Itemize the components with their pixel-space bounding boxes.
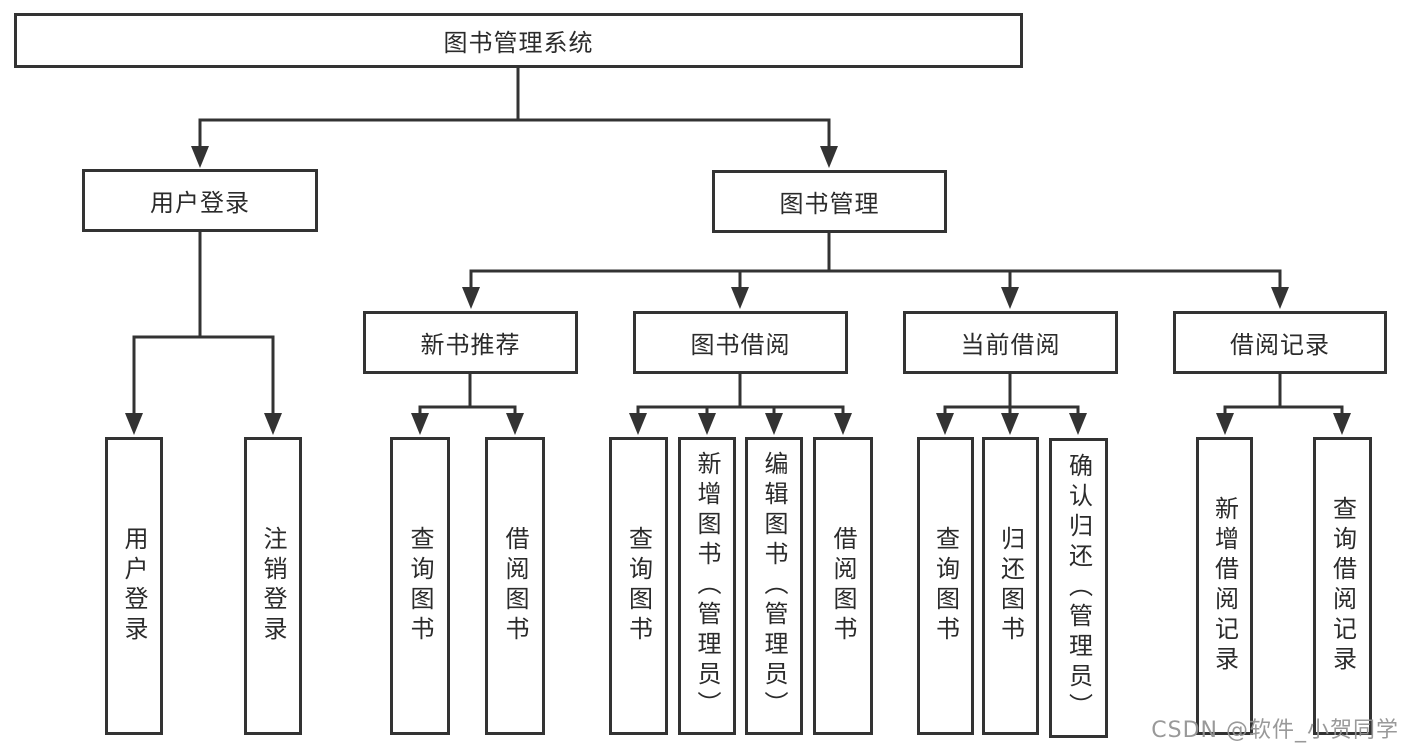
leaf-add-borrow-record: 新增借阅记录	[1196, 437, 1253, 735]
leaf-user-login: 用户登录	[105, 437, 163, 735]
node-book-management: 图书管理	[712, 170, 947, 233]
connector-book-borrow-to-leaves	[636, 374, 845, 417]
node-library-management-system: 图书管理系统	[14, 13, 1023, 68]
leaf-logout: 注销登录	[244, 437, 302, 735]
csdn-watermark: CSDN @软件_小贺同学	[1151, 718, 1399, 743]
leaf-recommend-borrow-books: 借阅图书	[485, 437, 545, 735]
leaf-add-books-admin: 新增图书（管理员）	[678, 437, 736, 735]
node-user-login: 用户登录	[82, 169, 318, 232]
leaf-borrow-query-books: 查询图书	[609, 437, 668, 735]
connector-root-to-level2	[198, 68, 831, 150]
connector-book-management-to-level3	[469, 233, 1282, 291]
leaf-confirm-return-admin: 确认归还（管理员）	[1049, 438, 1108, 738]
leaf-return-books: 归还图书	[982, 437, 1039, 735]
connector-user-login-to-leaves	[132, 232, 275, 417]
node-current-borrow: 当前借阅	[903, 311, 1118, 374]
leaf-current-query-books: 查询图书	[917, 437, 974, 735]
node-borrow-records: 借阅记录	[1173, 311, 1387, 374]
node-book-borrow: 图书借阅	[633, 311, 848, 374]
connector-new-book-recommend-to-leaves	[418, 374, 517, 417]
connector-borrow-records-to-leaves	[1223, 374, 1344, 417]
leaf-recommend-query-books: 查询图书	[390, 437, 450, 735]
connector-current-borrow-to-leaves	[943, 374, 1080, 417]
leaf-borrow-books: 借阅图书	[813, 437, 873, 735]
leaf-query-borrow-record: 查询借阅记录	[1313, 437, 1372, 735]
node-new-book-recommend: 新书推荐	[363, 311, 578, 374]
leaf-edit-books-admin: 编辑图书（管理员）	[745, 437, 803, 735]
